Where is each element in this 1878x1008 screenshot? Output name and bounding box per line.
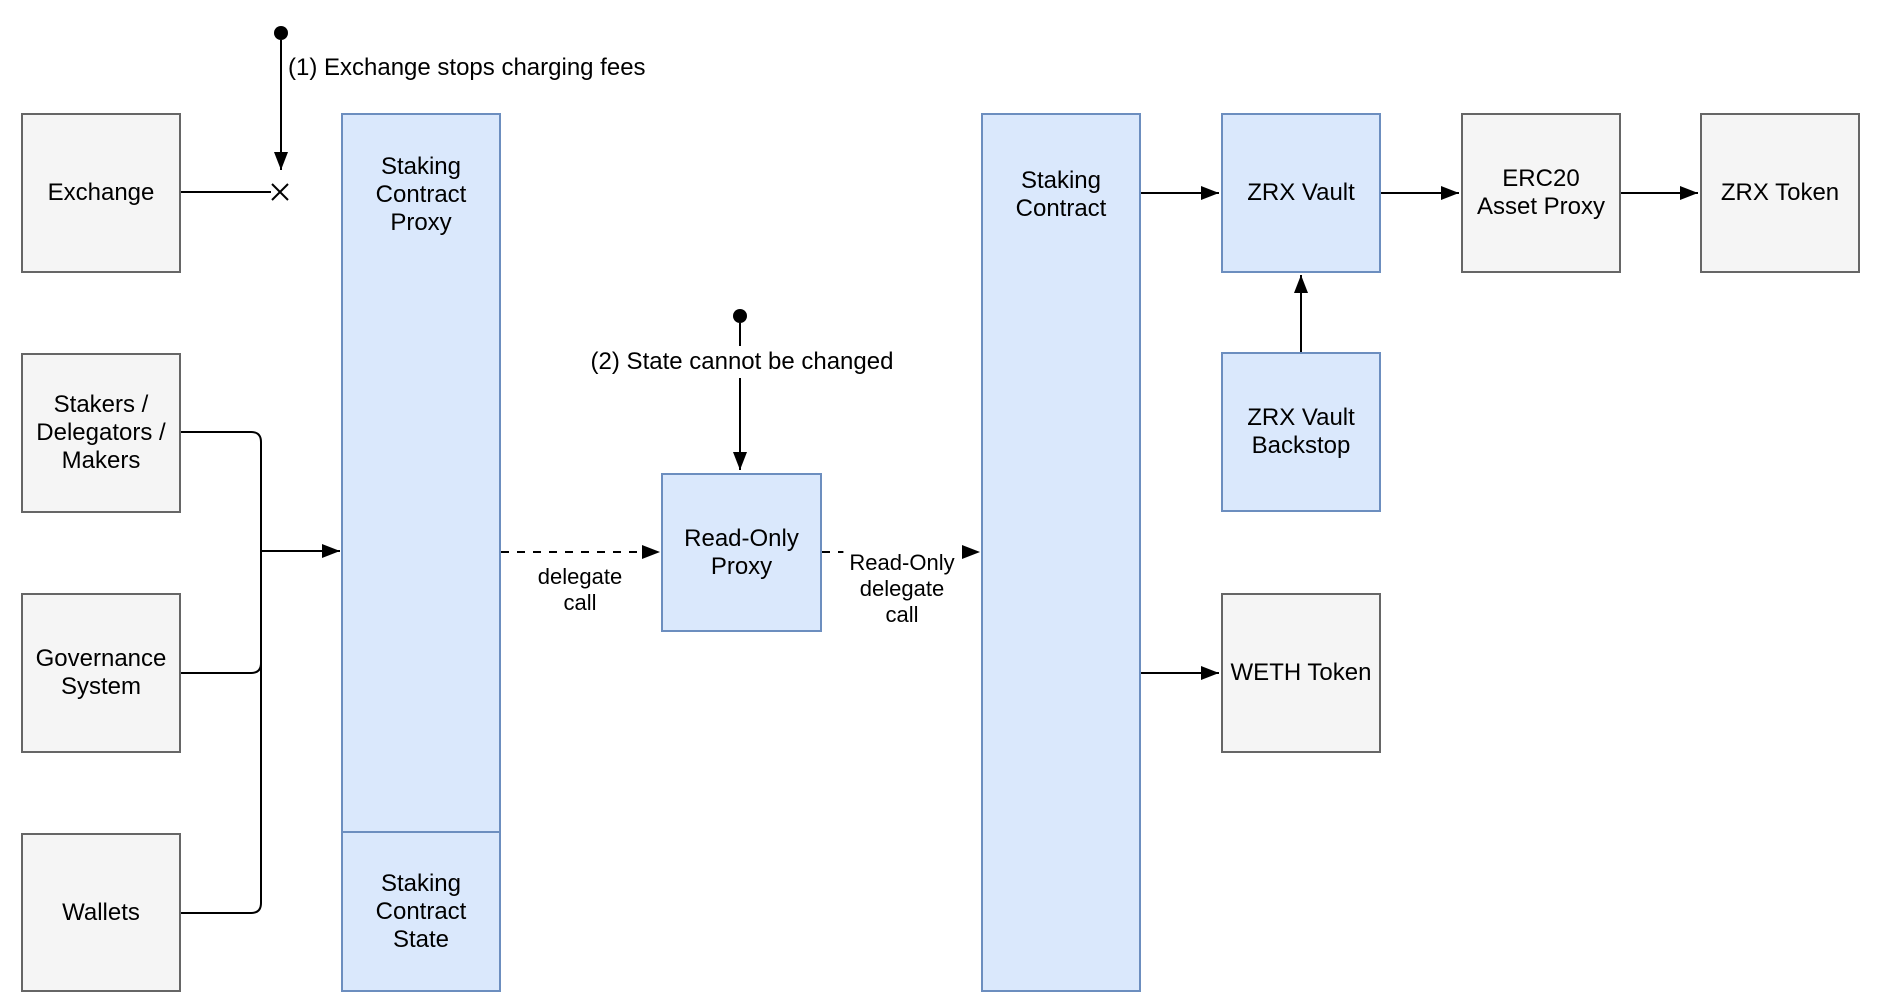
note2-text: (2) State cannot be changed	[586, 346, 898, 378]
edge-governance-join	[181, 658, 262, 674]
node-staking-contract-label: Staking Contract	[1015, 167, 1107, 222]
node-staking-contract-proxy: Staking Contract Proxy Staking Contract …	[341, 113, 501, 992]
cross-endpoint-icon	[271, 183, 289, 201]
node-staking-contract-proxy-label: Staking Contract Proxy	[375, 153, 467, 236]
node-exchange-label: Exchange	[47, 179, 155, 206]
node-wallets: Wallets	[21, 833, 181, 992]
node-staking-contract: Staking Contract	[981, 113, 1141, 992]
edge-stakers-wallets-trunk	[181, 431, 262, 914]
node-governance-label: Governance System	[35, 645, 167, 700]
node-stakers-delegators-makers: Stakers / Delegators / Makers	[21, 353, 181, 513]
read-only-delegate-call-label: Read-Only delegate call	[843, 546, 961, 632]
node-zrx-vault: ZRX Vault	[1221, 113, 1381, 273]
node-erc20-asset-proxy: ERC20 Asset Proxy	[1461, 113, 1621, 273]
note1-text: (1) Exchange stops charging fees	[288, 54, 646, 81]
node-erc20-asset-proxy-label: ERC20 Asset Proxy	[1476, 165, 1606, 220]
node-stakers-label: Stakers / Delegators / Makers	[36, 391, 166, 474]
node-weth-token: WETH Token	[1221, 593, 1381, 753]
node-zrx-vault-label: ZRX Vault	[1247, 179, 1355, 206]
node-zrx-token: ZRX Token	[1700, 113, 1860, 273]
note1-dot-icon	[274, 26, 288, 40]
node-read-only-proxy-label: Read-Only Proxy	[684, 524, 799, 580]
node-staking-contract-state: Staking Contract State	[343, 831, 499, 990]
node-exchange: Exchange	[21, 113, 181, 273]
delegate-call-label: delegate call	[531, 560, 629, 620]
node-wallets-label: Wallets	[62, 898, 140, 926]
node-zrx-vault-backstop-label: ZRX Vault Backstop	[1247, 404, 1355, 459]
node-governance-system: Governance System	[21, 593, 181, 753]
node-read-only-proxy: Read-Only Proxy	[661, 473, 822, 632]
node-zrx-token-label: ZRX Token	[1720, 179, 1840, 206]
node-zrx-vault-backstop: ZRX Vault Backstop	[1221, 352, 1381, 512]
note2-dot-icon	[733, 309, 747, 323]
node-weth-token-label: WETH Token	[1230, 659, 1372, 686]
